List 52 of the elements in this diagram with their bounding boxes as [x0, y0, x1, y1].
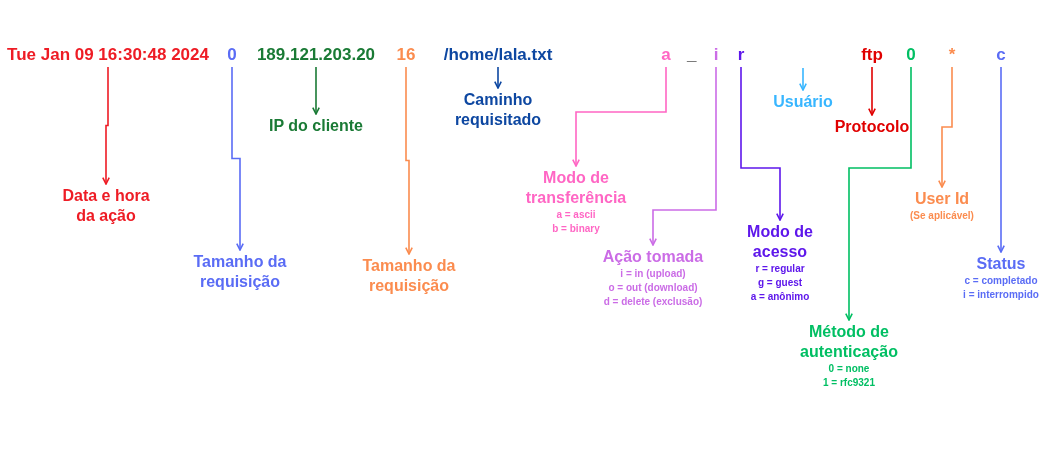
value-note: c = completado: [963, 274, 1039, 288]
field-name: User Id: [913, 189, 971, 209]
field-name: Status: [975, 254, 1027, 274]
leader-arrow: [868, 66, 876, 116]
field-name: Caminho requisitado: [453, 90, 543, 130]
value-note: (Se aplicável): [909, 209, 975, 223]
leader-arrow: [649, 66, 717, 246]
log-code: c: [993, 45, 1009, 65]
leader-arrow: [312, 66, 320, 115]
value-note: 1 = rfc9321: [822, 376, 876, 390]
log-code: *: [945, 45, 959, 65]
log-value: 0: [222, 45, 242, 65]
field-name: IP do cliente: [268, 116, 364, 136]
field-name: Tamanho da requisição: [192, 252, 288, 292]
field-name: Tamanho da requisição: [361, 256, 457, 296]
log-code: ftp: [855, 45, 889, 65]
value-note: r = regular: [754, 262, 806, 276]
leader-arrow: [938, 66, 953, 188]
log-code: i: [709, 45, 723, 65]
value-note: a = ascii: [555, 208, 597, 222]
leader-arrow: [799, 67, 807, 91]
log-code: 0: [903, 45, 919, 65]
value-note: d = delete (exclusão): [602, 295, 704, 309]
leader-arrow: [231, 66, 244, 251]
log-code: r: [734, 45, 748, 65]
field-name: Método de autenticação: [799, 322, 899, 362]
value-note: o = out (download): [607, 281, 699, 295]
field-name: Modo de acesso: [746, 222, 814, 262]
leader-arrow: [845, 66, 912, 321]
leader-arrow: [740, 66, 784, 221]
value-note: a = anônimo: [749, 290, 811, 304]
value-note: g = guest: [756, 276, 804, 290]
leader-arrow: [494, 66, 502, 89]
field-name: Data e hora da ação: [61, 186, 151, 226]
log-file-path: /home/lala.txt: [428, 45, 568, 65]
field-name: Protocolo: [833, 117, 911, 137]
value-note: i = interrompido: [962, 288, 1040, 302]
value-note: i = in (upload): [619, 267, 687, 281]
separator-text: _: [687, 45, 697, 65]
value-note: 0 = none: [827, 362, 871, 376]
field-name: Ação tomada: [601, 247, 705, 267]
leader-arrow: [572, 66, 667, 167]
leader-arrow: [405, 66, 413, 255]
field-name: Modo de transferência: [524, 168, 628, 208]
field-name: Usuário: [772, 92, 834, 112]
value-note: b = binary: [551, 222, 601, 236]
log-code: a: [658, 45, 674, 65]
log-timestamp: Tue Jan 09 16:30:48 2024: [0, 45, 218, 65]
leader-arrow: [997, 66, 1005, 253]
log-ip-address: 189.121.203.20: [251, 45, 381, 65]
leader-arrow: [102, 66, 110, 185]
log-value: 16: [393, 45, 419, 65]
